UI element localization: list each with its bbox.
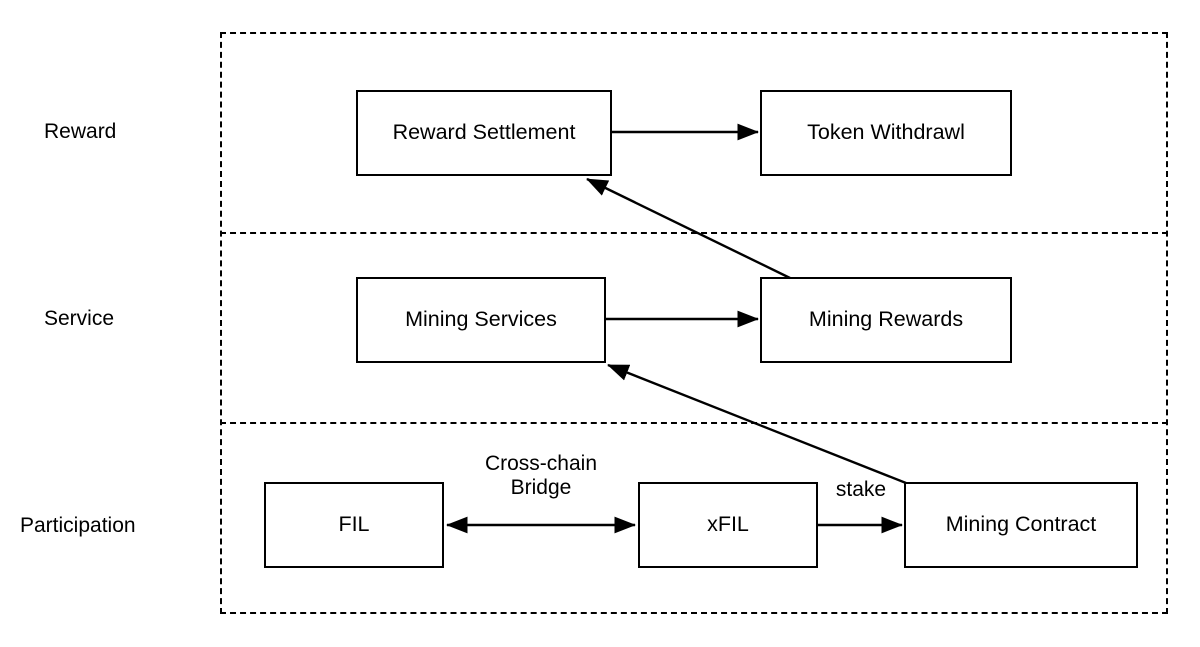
row-label-reward: Reward [44,120,117,143]
row-label-service: Service [44,307,115,330]
diagram-outer-boundary [220,32,1168,614]
node-reward-settlement[interactable]: Reward Settlement [356,90,612,176]
edge-label-stake: stake [835,478,887,501]
node-xfil[interactable]: xFIL [638,482,818,568]
node-mining-contract[interactable]: Mining Contract [904,482,1138,568]
node-token-withdrawl[interactable]: Token Withdrawl [760,90,1012,176]
row-divider-service-participation [220,422,1168,424]
edge-label-cross-chain-bridge: Cross-chain Bridge [484,452,598,500]
row-divider-reward-service [220,232,1168,234]
row-label-participation: Participation [20,514,136,537]
node-mining-services[interactable]: Mining Services [356,277,606,363]
node-mining-rewards[interactable]: Mining Rewards [760,277,1012,363]
node-fil[interactable]: FIL [264,482,444,568]
